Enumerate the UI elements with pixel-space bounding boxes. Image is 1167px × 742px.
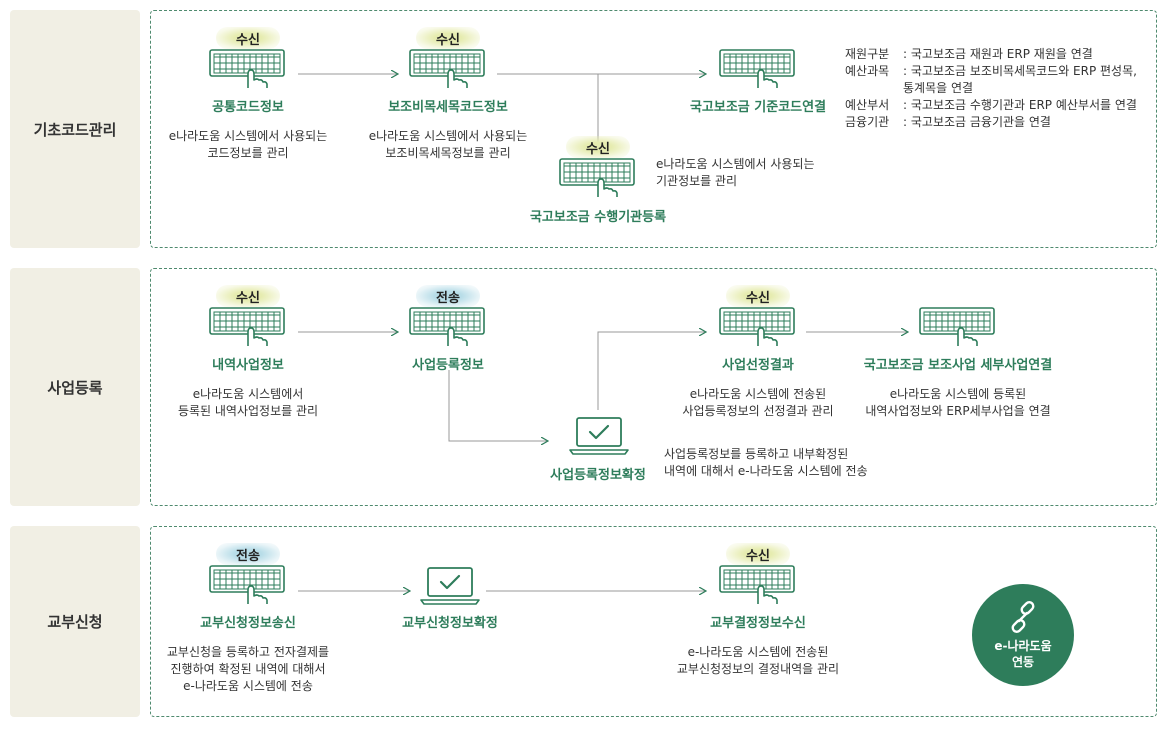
laptop-check-icon — [419, 566, 481, 606]
section-label-project: 사업등록 — [10, 268, 140, 506]
keyboard-hand-icon — [558, 155, 638, 199]
mapping-legend: 재원구분: 국고보조금 재원과 ERP 재원을 연결 예산과목: 국고보조금 보… — [845, 47, 1137, 129]
node-title: 교부신청정보확정 — [402, 616, 498, 631]
node-title: 국고보조금 기준코드연결 — [689, 100, 827, 115]
keyboard-hand-icon — [408, 46, 488, 90]
panel-grant — [150, 526, 1157, 717]
keyboard-hand-icon — [208, 304, 288, 348]
node-title: 공통코드정보 — [212, 100, 284, 115]
node-title: 국고보조금 보조사업 세부사업연결 — [863, 358, 1053, 373]
node-title: 국고보조금 수행기관등록 — [529, 210, 667, 225]
badge-receive: 수신 — [726, 543, 790, 565]
keyboard-hand-icon — [208, 562, 288, 606]
badge-receive: 수신 — [416, 27, 480, 49]
node-title: 교부결정정보수신 — [710, 616, 806, 631]
badge-send: 전송 — [416, 285, 480, 307]
link-icon — [1011, 601, 1035, 633]
node-title: 보조비목세목코드정보 — [388, 100, 508, 115]
keyboard-hand-icon — [408, 304, 488, 348]
keyboard-hand-icon — [918, 304, 998, 348]
node-title: 교부신청정보송신 — [200, 616, 296, 631]
badge-receive: 수신 — [726, 285, 790, 307]
panel-basic — [150, 10, 1157, 248]
keyboard-hand-icon — [718, 562, 798, 606]
keyboard-hand-icon — [718, 46, 798, 90]
badge-receive: 수신 — [566, 136, 630, 158]
badge-receive: 수신 — [216, 27, 280, 49]
badge-send: 전송 — [216, 543, 280, 565]
badge-receive: 수신 — [216, 285, 280, 307]
node-title: 사업선정결과 — [722, 358, 794, 373]
section-label-grant: 교부신청 — [10, 526, 140, 717]
section-label-basic: 기초코드관리 — [10, 10, 140, 248]
keyboard-hand-icon — [208, 46, 288, 90]
keyboard-hand-icon — [718, 304, 798, 348]
node-title: 사업등록정보 — [412, 358, 484, 373]
node-title: 내역사업정보 — [212, 358, 284, 373]
panel-project — [150, 268, 1157, 506]
node-title: 사업등록정보확정 — [550, 468, 646, 483]
laptop-check-icon — [568, 416, 630, 456]
